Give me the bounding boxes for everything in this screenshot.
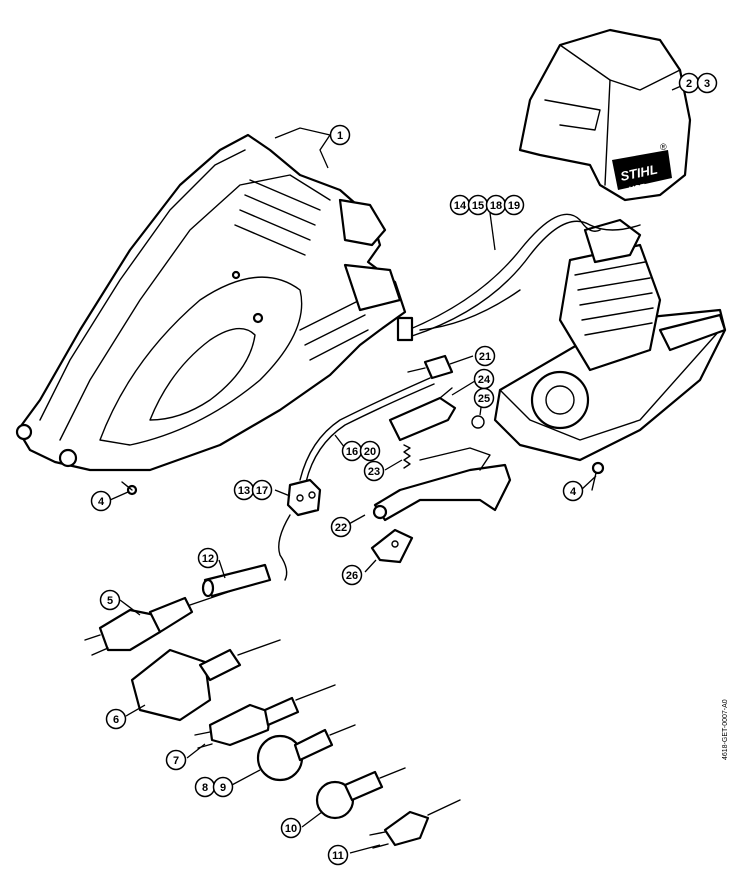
brand-logo-mark: ® xyxy=(660,142,667,152)
callout-23: 23 xyxy=(363,460,385,482)
callout-19: 19 xyxy=(503,194,525,216)
callout-number: 10 xyxy=(285,823,297,835)
callout-number: 3 xyxy=(704,78,710,90)
callout-7: 7 xyxy=(165,749,187,771)
callout-number: 8 xyxy=(202,782,208,794)
callout-8: 8 xyxy=(194,776,216,798)
callout-circle xyxy=(330,516,352,538)
callout-number: 20 xyxy=(364,446,376,458)
internal-cables xyxy=(396,213,641,342)
callout-circle xyxy=(503,194,525,216)
callout-5: 5 xyxy=(99,589,121,611)
callout-circle xyxy=(105,708,127,730)
callout-number: 12 xyxy=(202,553,214,565)
callout-number: 17 xyxy=(256,485,268,497)
callout-15: 15 xyxy=(467,194,489,216)
callout-circle xyxy=(341,564,363,586)
callout-circle xyxy=(251,479,273,501)
callout-circle xyxy=(165,749,187,771)
power-cable xyxy=(278,377,435,581)
plug-euro-flat xyxy=(369,799,461,849)
callout-circle xyxy=(473,387,495,409)
callout-number: 16 xyxy=(346,446,358,458)
callout-number: 11 xyxy=(332,850,344,862)
callout-number: 1 xyxy=(337,130,343,142)
callout-26: 26 xyxy=(341,564,363,586)
callout-13: 13 xyxy=(233,479,255,501)
callout-number: 13 xyxy=(238,485,250,497)
callout-number: 7 xyxy=(173,755,179,767)
callout-number: 25 xyxy=(478,393,490,405)
callout-circle xyxy=(329,124,351,146)
callout-circle xyxy=(327,844,349,866)
callout-number: 5 xyxy=(107,595,113,607)
callout-number: 4 xyxy=(98,496,105,508)
callout-circle xyxy=(212,776,234,798)
callout-circle xyxy=(90,490,112,512)
callout-number: 22 xyxy=(335,522,347,534)
callout-25: 25 xyxy=(473,387,495,409)
callout-17: 17 xyxy=(251,479,273,501)
callout-number: 18 xyxy=(490,200,502,212)
plug-eu xyxy=(84,587,241,656)
cable-sleeve xyxy=(201,563,272,598)
callout-11: 11 xyxy=(327,844,349,866)
leader-lines xyxy=(109,82,689,854)
callout-circle xyxy=(280,817,302,839)
switch-parts xyxy=(370,354,512,564)
callout-18: 18 xyxy=(485,194,507,216)
plug-round xyxy=(315,767,406,820)
screws xyxy=(121,481,138,496)
callout-circle xyxy=(474,345,496,367)
callout-circle xyxy=(359,440,381,462)
callout-circle xyxy=(696,72,718,94)
callout-6: 6 xyxy=(105,708,127,730)
callout-4: 4 xyxy=(90,490,112,512)
callout-number: 14 xyxy=(454,200,467,212)
callout-1: 1 xyxy=(329,124,351,146)
callout-circle xyxy=(363,460,385,482)
callout-number: 6 xyxy=(113,714,119,726)
callout-number: 4 xyxy=(570,486,577,498)
motor-assembly xyxy=(493,218,727,491)
callout-10: 10 xyxy=(280,817,302,839)
document-id: 4618-GET-0007-A0 xyxy=(722,699,729,760)
callout-number: 21 xyxy=(479,351,491,363)
housing-shell xyxy=(15,133,407,472)
callout-4: 4 xyxy=(562,480,584,502)
motor-cover: STIHL HSE ® xyxy=(518,28,692,202)
callout-14: 14 xyxy=(449,194,471,216)
callout-22: 22 xyxy=(330,516,352,538)
callout-number: 23 xyxy=(368,466,380,478)
plug-uk xyxy=(130,639,281,722)
callout-number: 26 xyxy=(346,570,358,582)
callout-circle xyxy=(197,547,219,569)
callout-number: 9 xyxy=(220,782,226,794)
callout-number: 15 xyxy=(472,200,484,212)
callout-number: 19 xyxy=(508,200,520,212)
callout-24: 24 xyxy=(473,368,495,390)
callout-circle xyxy=(99,589,121,611)
callout-circle xyxy=(562,480,584,502)
callout-9: 9 xyxy=(212,776,234,798)
callout-2: 2 xyxy=(678,72,700,94)
callout-12: 12 xyxy=(197,547,219,569)
callout-3: 3 xyxy=(696,72,718,94)
plug-ch xyxy=(194,684,336,749)
callout-20: 20 xyxy=(359,440,381,462)
callout-21: 21 xyxy=(474,345,496,367)
brand-model-text: HSE xyxy=(628,182,647,194)
callout-number: 2 xyxy=(686,78,692,90)
callout-number: 24 xyxy=(478,374,491,386)
plug-au xyxy=(256,724,356,782)
callout-16: 16 xyxy=(341,440,363,462)
